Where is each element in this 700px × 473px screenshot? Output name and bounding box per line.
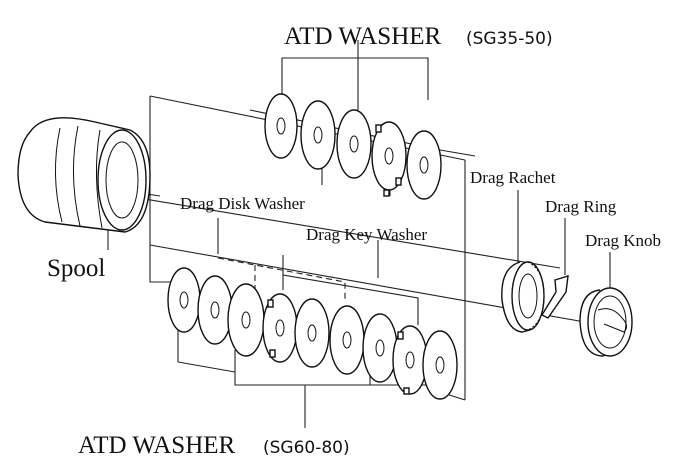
drag-rachet-part: [501, 261, 545, 333]
atd-washer-top-model: (SG35-50): [466, 29, 553, 49]
spool-part: [17, 117, 151, 233]
drag-knob-label: Drag Knob: [585, 231, 661, 250]
bottom-washer-stack: [167, 267, 458, 400]
top-washer-stack: [264, 93, 442, 200]
atd-washer-top-title: ATD WASHER: [284, 23, 442, 50]
drag-disk-washer-label: Drag Disk Washer: [180, 194, 305, 213]
atd-washer-bottom-title: ATD WASHER: [78, 432, 236, 459]
spool-label: Spool: [47, 255, 105, 282]
drag-ring-part: [541, 275, 569, 319]
drag-ring-label: Drag Ring: [545, 197, 617, 216]
drag-key-washer-label: Drag Key Washer: [306, 225, 427, 244]
drag-knob-part: [579, 287, 633, 357]
drag-rachet-label: Drag Rachet: [470, 168, 556, 187]
atd-washer-bottom-model: (SG60-80): [263, 438, 350, 458]
